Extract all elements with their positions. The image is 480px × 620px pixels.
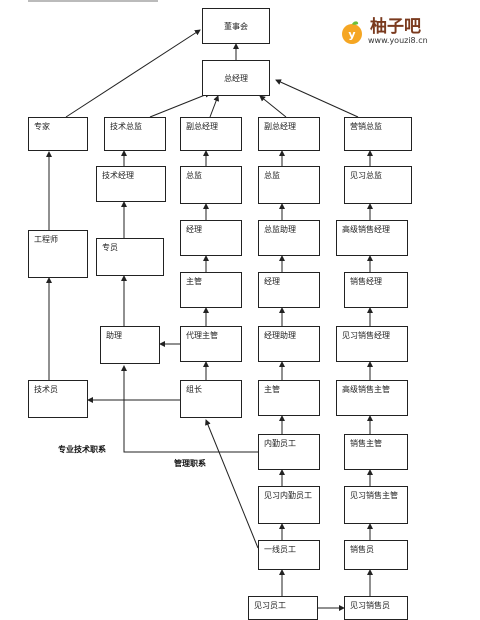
node-tech-manager: 技术经理 <box>96 166 166 202</box>
node-senior-sales-manager: 高级销售经理 <box>336 220 408 256</box>
node-manager-assistant: 经理助理 <box>258 326 320 362</box>
node-tech-director: 技术总监 <box>104 117 166 151</box>
link-frontline-leader <box>205 419 259 549</box>
label-management-track: 管理职系 <box>174 459 206 468</box>
link-techdir-gm <box>149 92 211 118</box>
node-deputy-gm-2: 副总经理 <box>258 117 320 151</box>
node-engineer: 工程师 <box>28 230 88 278</box>
node-trainee-director: 见习总监 <box>344 166 412 204</box>
link-dgm2-gm <box>259 95 287 118</box>
node-sales-supervisor: 销售主管 <box>344 434 408 470</box>
node-expert: 专家 <box>28 117 88 151</box>
node-marketing-director: 营销总监 <box>344 117 412 151</box>
node-trainee-salesperson: 见习销售员 <box>344 596 408 620</box>
link-dgm1-gm <box>209 95 220 118</box>
site-logo: y 柚子吧 www.youzi8.cn <box>338 12 470 48</box>
node-trainee-sales-supervisor: 见习销售主管 <box>344 486 408 524</box>
node-director-1: 总监 <box>180 166 242 204</box>
node-director-assistant: 总监助理 <box>258 220 320 256</box>
link-expert-board <box>65 29 201 118</box>
node-salesperson: 销售员 <box>344 540 408 570</box>
node-technician: 技术员 <box>28 380 88 418</box>
node-trainee-sales-manager: 见习销售经理 <box>336 326 408 362</box>
node-manager-1: 经理 <box>180 220 242 256</box>
node-supervisor-2: 主管 <box>258 380 320 416</box>
link-mktdir-gm <box>275 79 359 118</box>
logo-url-text: www.youzi8.cn <box>368 36 428 45</box>
node-specialist: 专员 <box>96 238 164 276</box>
node-deputy-gm-1: 副总经理 <box>180 117 242 151</box>
node-assistant: 助理 <box>100 326 160 364</box>
svg-text:y: y <box>348 28 355 41</box>
node-gm: 总经理 <box>202 60 270 96</box>
node-sales-manager: 销售经理 <box>344 272 408 308</box>
node-supervisor-1: 主管 <box>180 272 242 308</box>
node-trainee-internal-staff: 见习内勤员工 <box>258 486 320 524</box>
logo-brand-text: 柚子吧 <box>370 17 421 37</box>
node-director-2: 总监 <box>258 166 320 204</box>
fruit-logo-icon: y <box>342 21 362 44</box>
node-trainee-staff: 见习员工 <box>248 596 318 620</box>
label-professional-track: 专业技术职系 <box>58 445 106 454</box>
node-team-leader: 组长 <box>180 380 242 418</box>
node-acting-supervisor: 代理主管 <box>180 326 242 362</box>
node-manager-2: 经理 <box>258 272 320 308</box>
node-frontline-staff: 一线员工 <box>258 540 320 570</box>
top-edge-strip <box>28 0 158 2</box>
node-board: 董事会 <box>202 8 270 44</box>
node-senior-sales-supervisor: 高级销售主管 <box>336 380 408 416</box>
node-internal-staff: 内勤员工 <box>258 434 320 470</box>
link-internal-assistant <box>121 365 258 453</box>
